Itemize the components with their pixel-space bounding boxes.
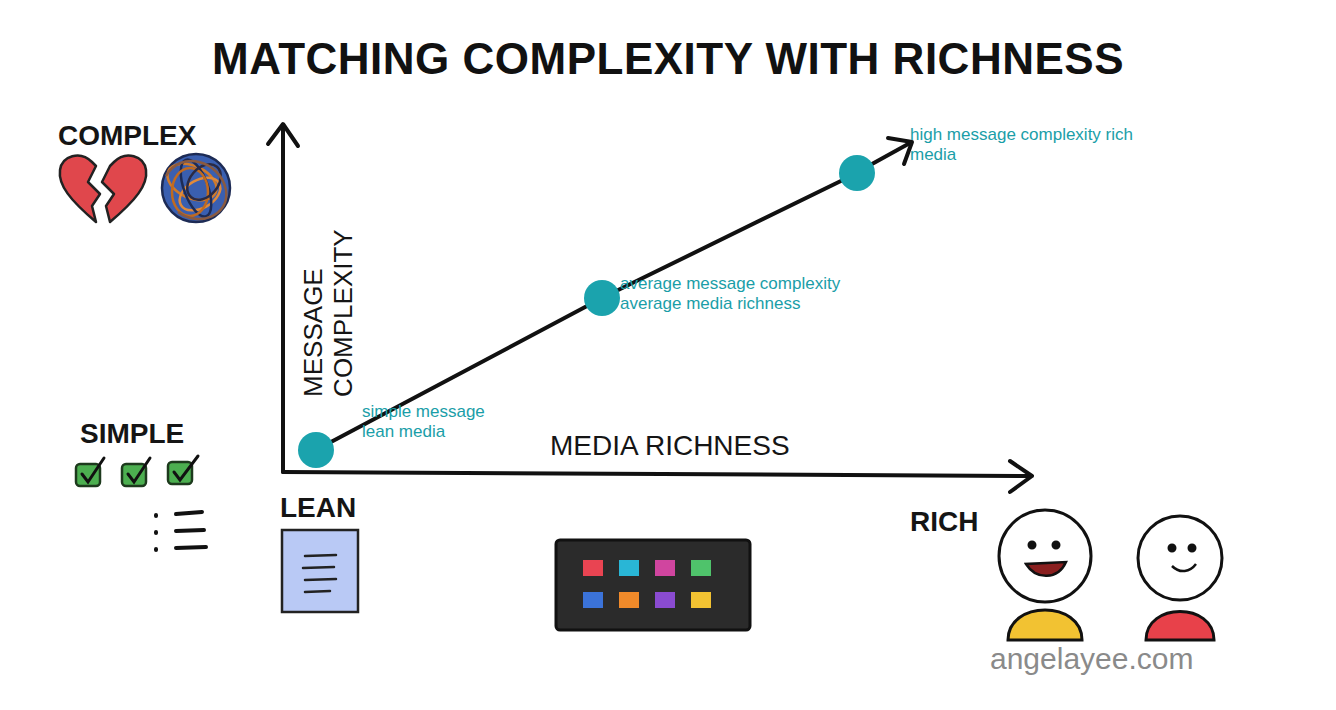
board-icon xyxy=(556,540,750,630)
x-axis xyxy=(283,472,1030,476)
axis-end-label: SIMPLE xyxy=(80,418,184,450)
checklist-icon xyxy=(76,456,198,486)
point-annotation: average message complexity average media… xyxy=(620,274,890,314)
point-annotation: simple message lean media xyxy=(362,402,512,442)
list-icon xyxy=(156,512,206,550)
y-axis-head xyxy=(268,124,298,146)
point-annotation: high message complexity rich media xyxy=(910,125,1135,165)
trend-arrow-head xyxy=(888,138,912,164)
axis-end-label: LEAN xyxy=(280,492,356,524)
axis-end-label: RICH xyxy=(910,506,978,538)
people-figures xyxy=(999,510,1222,640)
y-axis xyxy=(281,126,285,472)
data-point: high message complexity rich media xyxy=(839,155,875,191)
axis-title: MEDIA RICHNESS xyxy=(550,430,790,462)
tangled-scribble-icon xyxy=(162,154,230,222)
diagram-title: MATCHING COMPLEXITY WITH RICHNESS xyxy=(0,34,1336,84)
axis-end-label: COMPLEX xyxy=(58,120,196,152)
document-icon xyxy=(282,530,358,612)
trend-line xyxy=(332,306,586,441)
axis-title: MESSAGE COMPLEXITY xyxy=(299,187,359,397)
data-point: average message complexity average media… xyxy=(584,280,620,316)
x-axis-head xyxy=(1010,461,1032,492)
data-point: simple message lean media xyxy=(298,432,334,468)
trend-line xyxy=(618,181,841,290)
watermark: angelayee.com xyxy=(990,642,1193,677)
broken-heart-icon xyxy=(60,156,146,222)
